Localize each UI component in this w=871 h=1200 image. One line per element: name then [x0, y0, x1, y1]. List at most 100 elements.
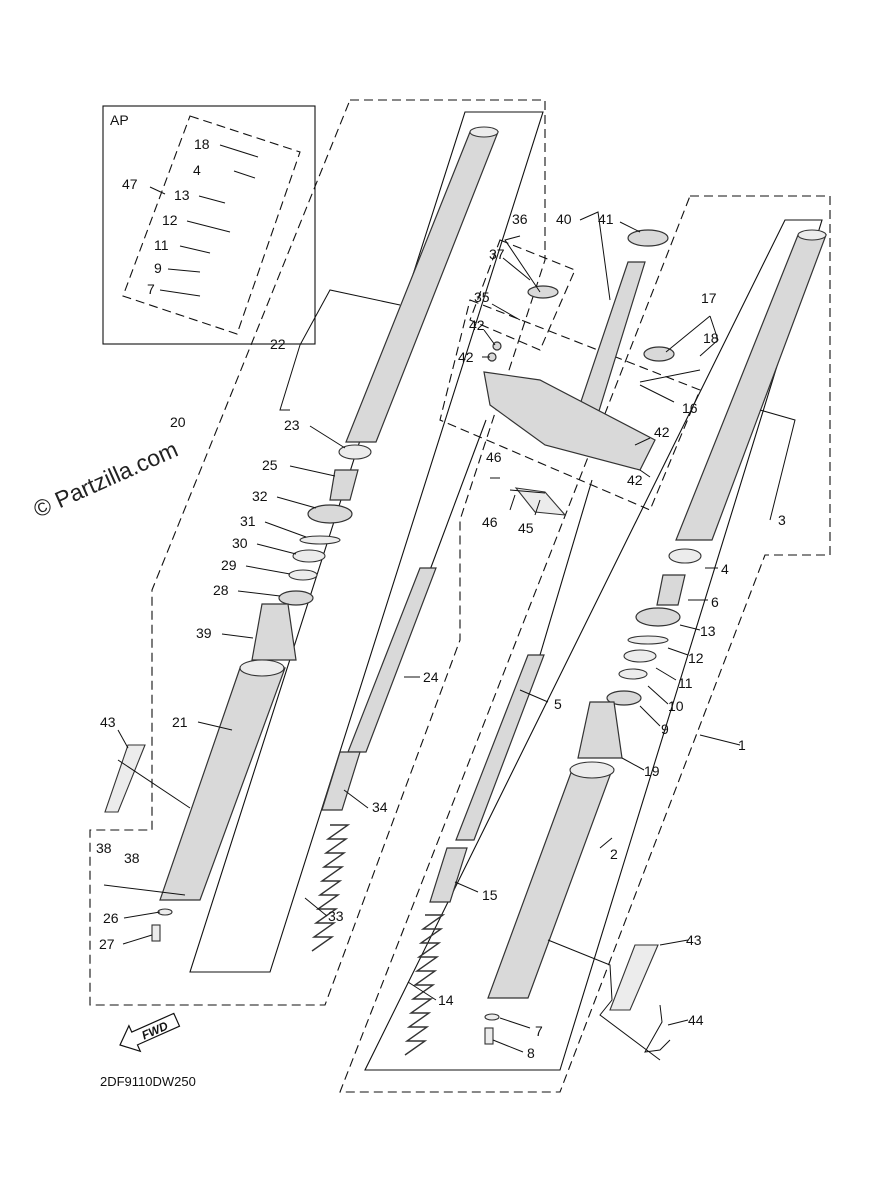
right-fork-assembly-outline: [339, 195, 831, 1093]
callout-35: 35: [474, 289, 490, 305]
clip-12: [627, 635, 669, 645]
bolt-27: [151, 924, 161, 942]
fwd-label: FWD: [139, 1019, 170, 1043]
diagram-code: 2DF9110DW250: [100, 1074, 196, 1089]
damper-rod-24: [347, 567, 437, 753]
oil-seal-13: [635, 607, 681, 627]
callout-7: 7: [147, 281, 155, 297]
fork-guard-right: [609, 944, 659, 1011]
callout-39: 39: [196, 625, 212, 641]
left-inner-tube-box: [189, 111, 544, 973]
bushing-28: [278, 590, 314, 606]
callout-36: 36: [512, 211, 528, 227]
callout-25: 25: [262, 457, 278, 473]
leader-lines: [117, 144, 796, 1061]
nut-36: [527, 285, 559, 299]
callout-19: 19: [644, 763, 660, 779]
callout-22: 22: [270, 336, 286, 352]
spacer-25: [329, 469, 359, 501]
callout-9: 9: [154, 260, 162, 276]
callout-40: 40: [556, 211, 572, 227]
callout-13: 13: [174, 187, 190, 203]
bolt-46: [509, 489, 546, 494]
ring-10: [618, 668, 648, 680]
bushing-9: [606, 690, 642, 706]
callout-7-right: 7: [535, 1023, 543, 1039]
piece-15: [429, 847, 468, 903]
boot-39: [251, 603, 297, 661]
washer-11: [623, 649, 657, 663]
callout-5: 5: [554, 696, 562, 712]
callout-10: 10: [668, 698, 684, 714]
callout-24: 24: [423, 669, 439, 685]
callout-33: 33: [328, 908, 344, 924]
callout-43-left: 43: [100, 714, 116, 730]
ap-label: AP: [110, 112, 129, 128]
callout-12: 12: [162, 212, 178, 228]
callout-23: 23: [284, 417, 300, 433]
callout-30: 30: [232, 535, 248, 551]
callout-46-a: 46: [486, 449, 502, 465]
callout-42-d: 42: [627, 472, 643, 488]
callout-13-right: 13: [700, 623, 716, 639]
ap-inset-box: [102, 105, 316, 345]
callout-12-right: 12: [688, 650, 704, 666]
callout-6: 6: [711, 594, 719, 610]
clip-31: [299, 535, 341, 545]
damper-rod-5-shaft: [539, 479, 593, 656]
callout-18: 18: [194, 136, 210, 152]
callout-15: 15: [482, 887, 498, 903]
callout-38-a: 38: [96, 840, 112, 856]
callout-9-right: 9: [661, 721, 669, 737]
bracket-group-outline: [439, 299, 701, 511]
left-inner-tube: [345, 131, 499, 443]
callout-18-right: 18: [703, 330, 719, 346]
part-17: [643, 346, 675, 362]
callout-31: 31: [240, 513, 256, 529]
ap-kit-outline: [122, 115, 301, 335]
bolt-42a: [492, 341, 502, 351]
callout-37: 37: [489, 246, 505, 262]
callout-44: 44: [688, 1012, 704, 1028]
right-inner-tube-box: [364, 219, 823, 1071]
right-outer-tube: [487, 769, 613, 999]
left-outer-tube-top: [239, 659, 285, 677]
watermark: © Partzilla.com: [29, 436, 181, 523]
bolt-38: [103, 884, 186, 896]
callout-41: 41: [598, 211, 614, 227]
callout-11-right: 11: [678, 675, 693, 691]
callout-3: 3: [778, 512, 786, 528]
boot-19: [577, 701, 623, 759]
callout-42-c: 42: [654, 424, 670, 440]
under-bracket: [483, 371, 656, 471]
callout-42-b: 42: [458, 349, 474, 365]
callout-29: 29: [221, 557, 237, 573]
callout-2: 2: [610, 846, 618, 862]
callout-4-right: 4: [721, 561, 729, 577]
callout-11: 11: [154, 237, 169, 253]
callout-labels: 18 4 47 13 12 11 9 7 22 20 23 25 32 31 3…: [96, 136, 786, 1061]
callout-38-b: 38: [124, 850, 140, 866]
callout-34: 34: [372, 799, 388, 815]
callout-4: 4: [193, 162, 201, 178]
spacer-6: [656, 574, 686, 606]
damper-rod-24-shaft: [429, 419, 487, 571]
fork-guard-left: [104, 744, 146, 813]
callout-17: 17: [701, 290, 717, 306]
callout-26: 26: [103, 910, 119, 926]
callout-28: 28: [213, 582, 229, 598]
oil-seal-32: [307, 504, 353, 524]
callout-20: 20: [170, 414, 186, 430]
fwd-arrow: FWD: [119, 1012, 181, 1053]
callout-47: 47: [122, 176, 138, 192]
right-inner-tube: [675, 234, 827, 541]
bolt-8: [484, 1027, 494, 1045]
piece-34: [321, 751, 361, 811]
callout-1: 1: [738, 737, 746, 753]
ring-29: [288, 569, 318, 581]
callout-43-right: 43: [686, 932, 702, 948]
washer-26: [157, 908, 173, 916]
callout-14: 14: [438, 992, 454, 1008]
spring-14: [404, 914, 446, 1056]
